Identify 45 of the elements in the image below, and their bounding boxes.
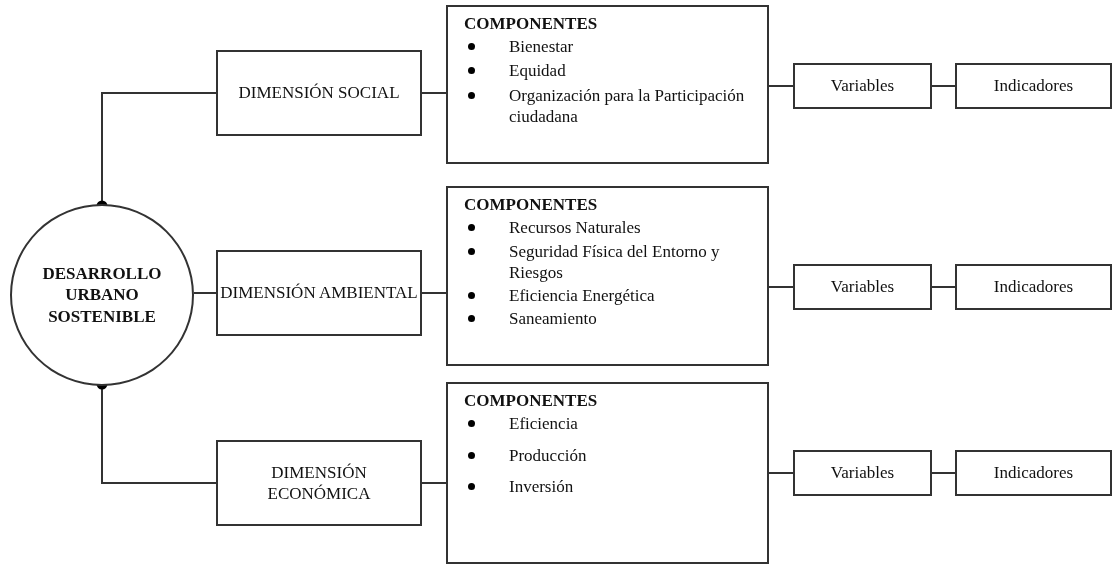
connector-line [421,92,447,94]
box-label: DIMENSIÓN ECONÓMICA [266,461,372,505]
component-item: Bienestar [509,36,574,58]
component-item: Equidad [509,59,566,81]
connector-line [421,292,447,294]
process-box [793,63,932,109]
component-item: Recursos Naturales [509,217,641,239]
connector-line [768,286,794,288]
process-box [955,450,1112,496]
list-heading: COMPONENTES [464,390,599,412]
box-label: DIMENSIÓN SOCIAL [238,82,400,104]
concept-label: DESARROLLO URBANO SOSTENIBLE [41,263,163,327]
process-box [793,264,932,310]
list-heading: COMPONENTES [464,194,599,216]
component-item: Organización para la Participación ciudadana [509,84,746,128]
process-box [955,63,1112,109]
connector-line [421,482,447,484]
process-box [216,50,422,136]
list-heading: COMPONENTES [464,13,599,35]
box-label: Indicadores [993,75,1074,97]
connector-line [193,292,217,294]
box-label: DIMENSIÓN AMBIENTAL [220,282,418,304]
component-item: Inversión [509,475,574,497]
components-box [446,186,769,366]
components-box [446,5,769,164]
process-box [216,250,422,336]
box-label: Variables [830,75,895,97]
component-item: Producción [509,444,587,466]
connector-line [768,85,794,87]
box-label: Indicadores [993,462,1074,484]
connector-line [931,85,956,87]
component-item: Eficiencia Energética [509,285,655,307]
connector-line [931,472,956,474]
process-box [216,440,422,526]
box-label: Variables [830,462,895,484]
connector-line [768,472,794,474]
components-box [446,382,769,564]
process-box [793,450,932,496]
box-label: Indicadores [993,276,1074,298]
box-label: Variables [830,276,895,298]
component-item: Seguridad Física del Entorno y Riesgos [509,240,721,283]
component-item: Saneamiento [509,308,597,330]
component-item: Eficiencia [509,413,578,435]
process-box [955,264,1112,310]
connector-line [931,286,956,288]
